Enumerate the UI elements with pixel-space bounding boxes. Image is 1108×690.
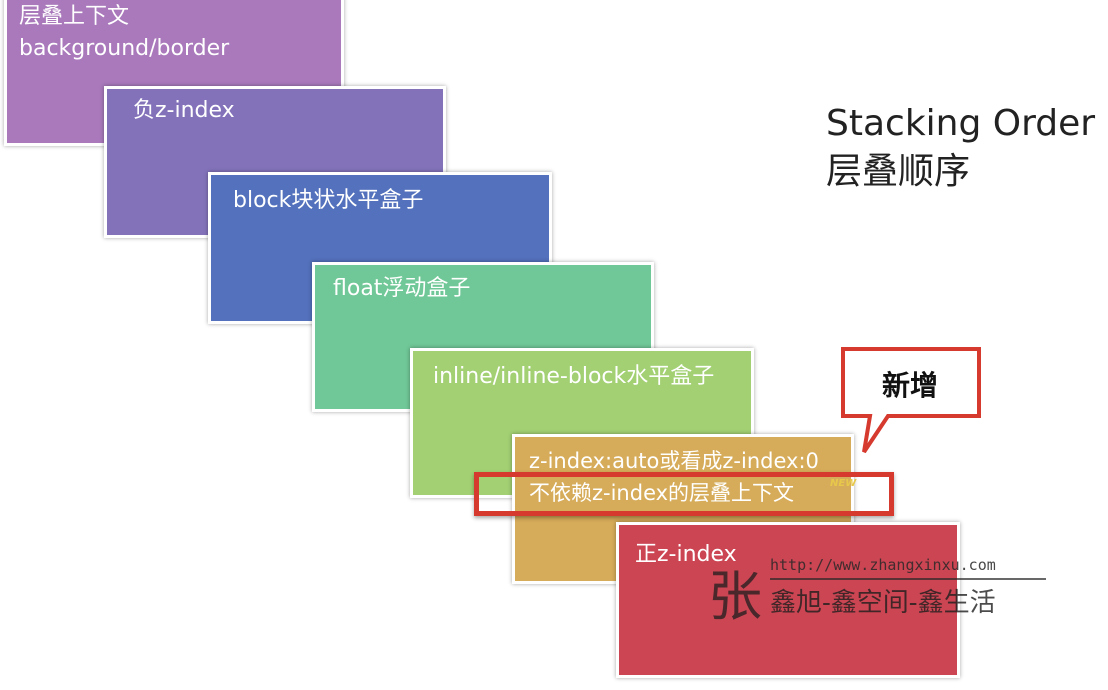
- layer-label-line2: 不依赖z-index的层叠上下文: [529, 481, 795, 505]
- watermark-text: 鑫旭-鑫空间-鑫生活: [770, 588, 996, 618]
- layer-label: 正z-index: [635, 542, 737, 567]
- watermark-url: http://www.zhangxinxu.com: [770, 556, 996, 574]
- callout-bubble: 新增: [840, 346, 986, 458]
- watermark-divider: [770, 578, 1046, 580]
- stacking-layer-positive-z-index: 正z-index: [616, 522, 960, 678]
- layer-label: inline/inline-block水平盒子: [433, 364, 715, 389]
- diagram-title: Stacking Order 层叠顺序: [826, 100, 1095, 196]
- title-zh: 层叠顺序: [826, 151, 971, 192]
- watermark-signature: 张: [708, 565, 762, 628]
- highlight-box: [474, 472, 894, 516]
- layer-label: 负z-index: [133, 98, 235, 123]
- callout-bubble-shape: [841, 347, 981, 454]
- title-en: Stacking Order: [826, 103, 1096, 144]
- watermark: 张 http://www.zhangxinxu.com 鑫旭-鑫空间-鑫生活: [708, 548, 1048, 628]
- new-tag: NEW: [830, 478, 857, 489]
- layer-label: block块状水平盒子: [233, 188, 424, 213]
- callout-text: 新增: [881, 369, 938, 402]
- layer-label: float浮动盒子: [333, 276, 471, 301]
- layer-label-line1: z-index:auto或看成z-index:0: [529, 449, 819, 473]
- layer-label-line1: 层叠上下文: [19, 4, 130, 29]
- layer-label-line2: background/border: [19, 36, 230, 61]
